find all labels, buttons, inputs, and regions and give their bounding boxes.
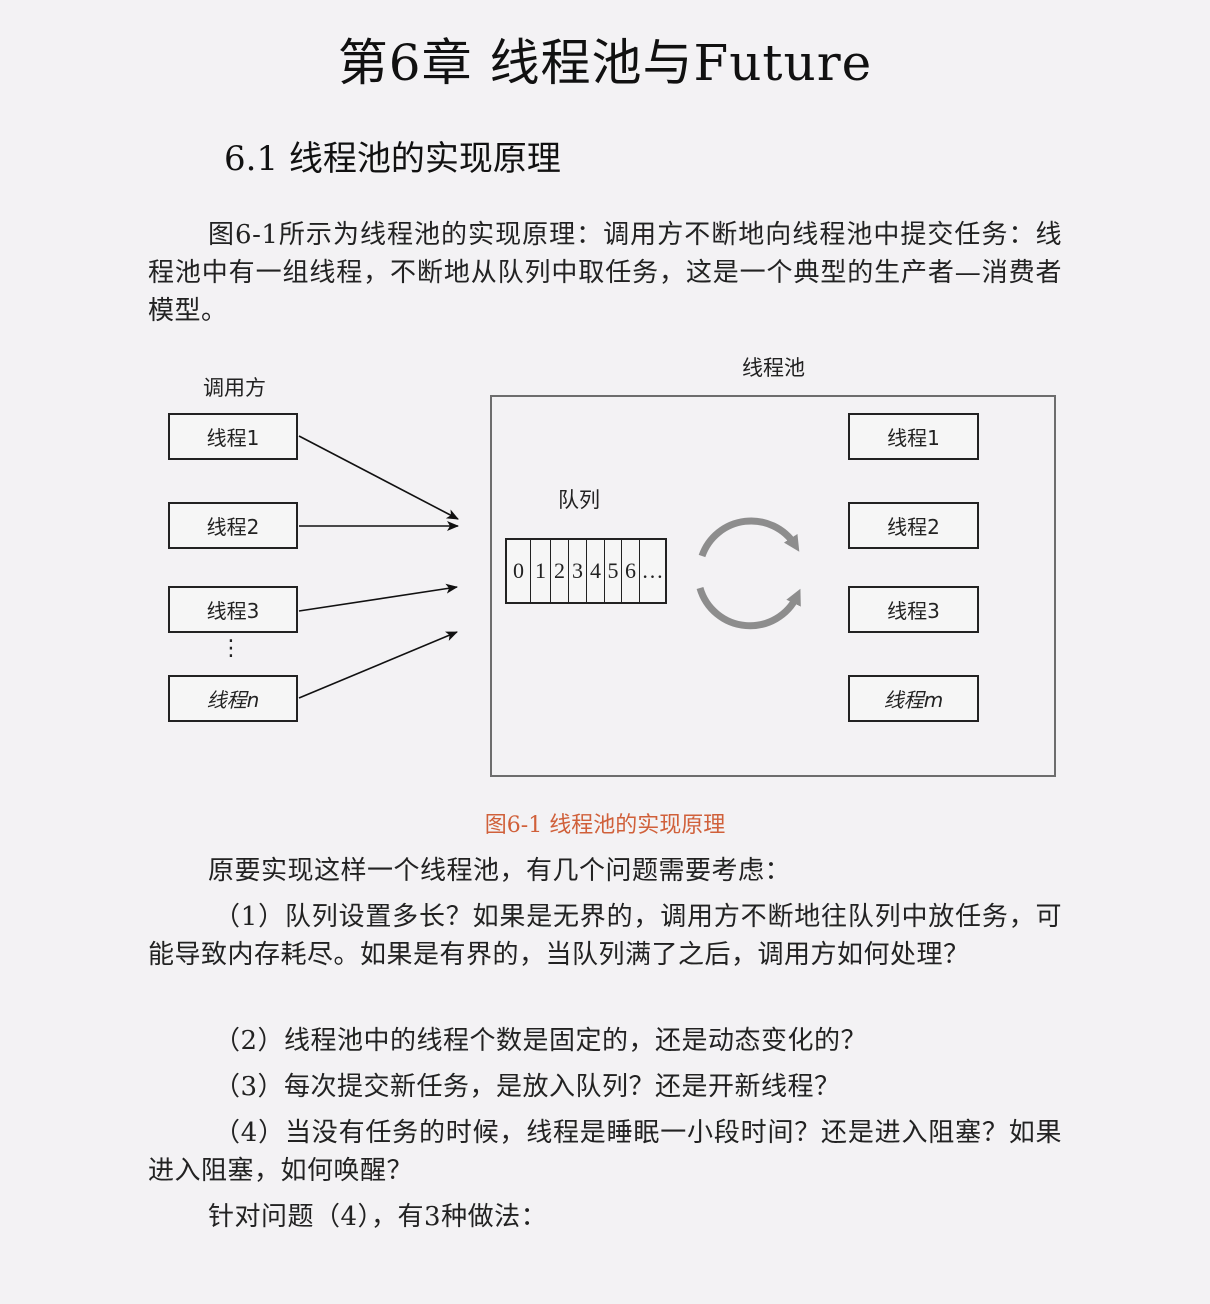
thread-pool-box <box>490 395 1056 777</box>
pool-label: 线程池 <box>742 356 805 380</box>
caller-thread-n: 线程n <box>168 675 298 722</box>
pool-thread-3: 线程3 <box>848 586 979 633</box>
body-closing: 针对问题（4），有3种做法： <box>208 1202 548 1232</box>
queue-cell: 1 <box>530 540 550 602</box>
queue-cell: 6 <box>621 540 639 602</box>
queue-cell: 5 <box>604 540 621 602</box>
question-3: （3）每次提交新任务，是放入队列？还是开新线程？ <box>214 1072 841 1102</box>
queue-label: 队列 <box>558 488 600 512</box>
figure-caption: 图6-1 线程池的实现原理 <box>484 813 726 838</box>
question-2: （2）线程池中的线程个数是固定的，还是动态变化的？ <box>214 1026 868 1056</box>
ellipsis-vertical: ⋮ <box>220 636 242 661</box>
caller-thread-2: 线程2 <box>168 502 298 549</box>
question-1: （1）队列设置多长？如果是无界的，调用方不断地往队列中放任务，可能导致内存耗尽。… <box>148 902 1062 970</box>
submit-arrows <box>298 435 459 699</box>
question-4: （4）当没有任务的时候，线程是睡眠一小段时间？还是进入阻塞？如果进入阻塞，如何唤… <box>148 1118 1062 1186</box>
queue: 0 1 2 3 4 5 6 … <box>505 538 667 604</box>
chapter-title: 第6章 线程池与Future <box>337 34 873 92</box>
queue-cell: 3 <box>568 540 586 602</box>
queue-cell: 2 <box>550 540 568 602</box>
cycle-arrows-icon <box>696 517 801 630</box>
queue-cell: … <box>639 540 665 602</box>
pool-thread-2: 线程2 <box>848 502 979 549</box>
queue-cell: 0 <box>513 558 524 583</box>
section-title: 6.1 线程池的实现原理 <box>224 139 561 179</box>
intro-paragraph: 图6-1所示为线程池的实现原理：调用方不断地向线程池中提交任务：线程池中有一组线… <box>148 220 1062 326</box>
queue-cell: 4 <box>586 540 604 602</box>
caller-thread-1: 线程1 <box>168 413 298 460</box>
caller-label: 调用方 <box>203 376 266 400</box>
caller-thread-3: 线程3 <box>168 586 298 633</box>
body-lead: 原要实现这样一个线程池，有几个问题需要考虑： <box>208 856 792 886</box>
pool-thread-1: 线程1 <box>848 413 979 460</box>
pool-thread-m: 线程m <box>848 675 979 722</box>
